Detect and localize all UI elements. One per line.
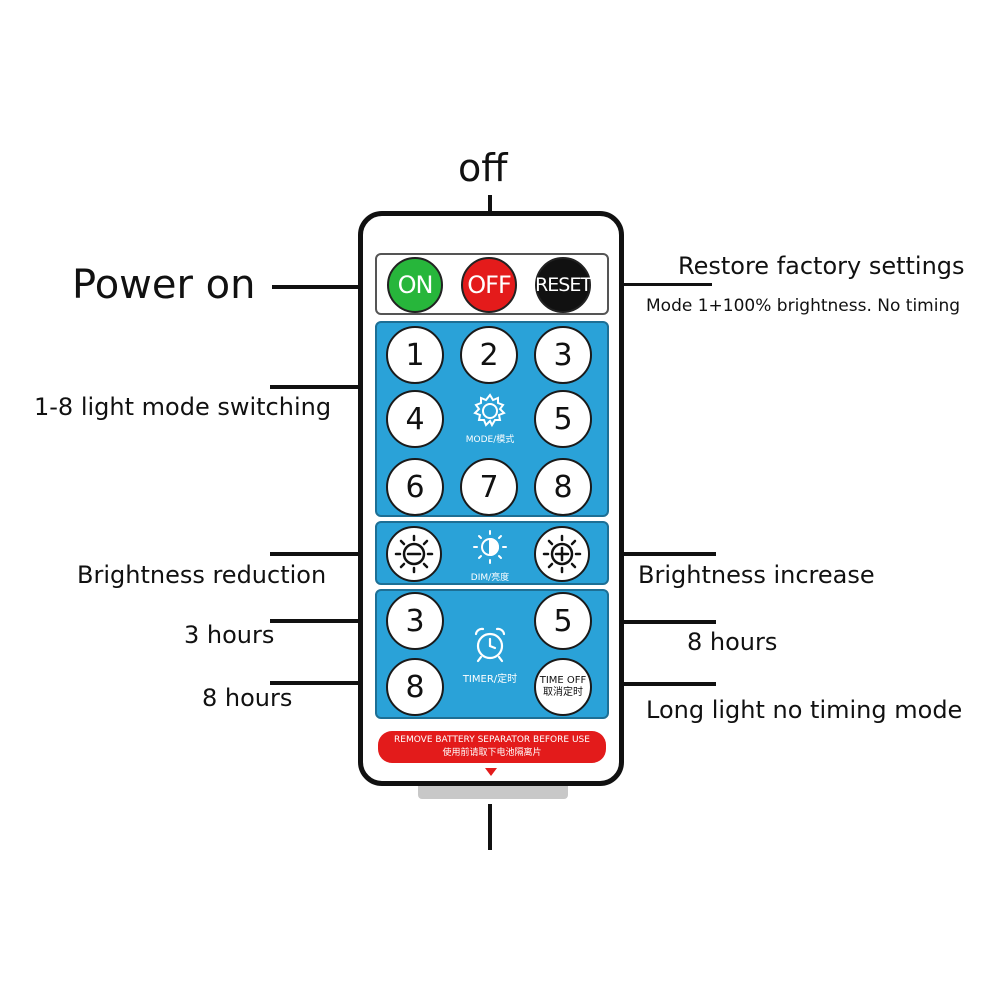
leader-restore: [590, 283, 712, 286]
leader-8-hours-right: [596, 620, 716, 624]
leader-8-hours-left: [270, 681, 388, 685]
leader-mode-switching: [270, 385, 388, 389]
notice-line-en: REMOVE BATTERY SEPARATOR BEFORE USE: [394, 735, 590, 745]
mode-button-2[interactable]: 2: [460, 326, 518, 384]
reset-button[interactable]: RESET: [535, 257, 592, 313]
timer-3-button[interactable]: 3: [386, 592, 444, 650]
label-8-hours-left: 8 hours: [202, 684, 293, 712]
timer-8-button[interactable]: 8: [386, 658, 444, 716]
label-restore-factory: Restore factory settings: [678, 252, 965, 280]
on-button[interactable]: ON: [387, 257, 443, 313]
mode-button-8[interactable]: 8: [534, 458, 592, 516]
leader-long-light: [596, 682, 716, 686]
leader-power-on: [272, 285, 392, 289]
off-button[interactable]: OFF: [461, 257, 517, 313]
time-off-label: TIME OFF: [539, 675, 587, 686]
leader-brightness-reduction: [270, 552, 388, 556]
dim-caption: DIM/亮度: [470, 573, 510, 583]
notice-line-cn: 使用前请取下电池隔离片: [442, 748, 542, 758]
gear-icon: [471, 392, 509, 430]
sun-plus-icon: [542, 534, 582, 574]
label-off: off: [458, 146, 508, 190]
mode-caption: MODE/模式: [465, 435, 515, 445]
leader-bottom: [488, 804, 492, 850]
sun-minus-icon: [394, 534, 434, 574]
pull-arrow-icon: [485, 768, 497, 776]
brightness-up-button[interactable]: [534, 526, 590, 582]
label-long-light: Long light no timing mode: [646, 696, 963, 724]
brightness-down-button[interactable]: [386, 526, 442, 582]
alarm-clock-icon: [470, 624, 510, 664]
label-mode-switching: 1-8 light mode switching: [34, 393, 332, 421]
leader-3-hours: [270, 619, 388, 623]
mode-button-5[interactable]: 5: [534, 390, 592, 448]
brightness-icon: [471, 528, 509, 566]
mode-button-1[interactable]: 1: [386, 326, 444, 384]
label-mode-note: Mode 1+100% brightness. No timing: [646, 296, 961, 316]
mode-button-6[interactable]: 6: [386, 458, 444, 516]
timer-5-button[interactable]: 5: [534, 592, 592, 650]
time-off-label-cn: 取消定时: [543, 687, 583, 698]
timer-caption: TIMER/定时: [462, 674, 518, 685]
mode-button-7[interactable]: 7: [460, 458, 518, 516]
label-brightness-reduction: Brightness reduction: [77, 561, 327, 589]
mode-button-3[interactable]: 3: [534, 326, 592, 384]
time-off-button[interactable]: TIME OFF 取消定时: [534, 658, 592, 716]
leader-brightness-increase: [596, 552, 716, 556]
label-power-on: Power on: [72, 262, 256, 308]
battery-tab: [418, 786, 568, 799]
mode-button-4[interactable]: 4: [386, 390, 444, 448]
label-8-hours-right: 8 hours: [687, 628, 778, 656]
label-brightness-increase: Brightness increase: [638, 561, 875, 589]
battery-separator-notice: REMOVE BATTERY SEPARATOR BEFORE USE 使用前请…: [378, 731, 606, 763]
label-3-hours: 3 hours: [184, 621, 275, 649]
